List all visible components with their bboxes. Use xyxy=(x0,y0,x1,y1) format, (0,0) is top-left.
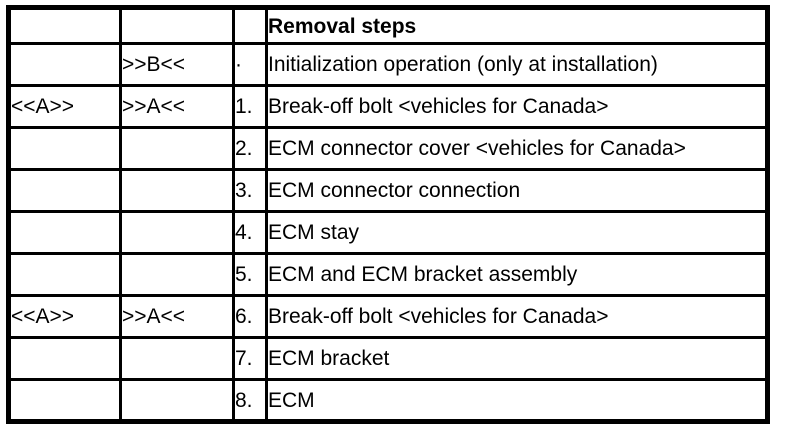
step-number-cell: 7. xyxy=(232,336,268,381)
step-number-cell: 5. xyxy=(232,252,268,297)
step-number-cell: 4. xyxy=(232,210,268,255)
step-number-cell: 6. xyxy=(232,294,268,339)
header-mark1-cell xyxy=(7,6,122,45)
mark1-cell xyxy=(7,252,122,297)
description-cell: Initialization operation (only at instal… xyxy=(265,42,769,87)
step-number-cell: 3. xyxy=(232,168,268,213)
table-row: >>B<<·Initialization operation (only at … xyxy=(7,42,769,87)
mark2-cell: >>A<< xyxy=(119,84,235,129)
table-row: <<A>>>>A<<6.Break-off bolt <vehicles for… xyxy=(7,294,769,339)
table-row: <<A>>>>A<<1.Break-off bolt <vehicles for… xyxy=(7,84,769,129)
mark2-cell xyxy=(119,378,235,423)
table-row: 8.ECM xyxy=(7,378,769,423)
description-cell: ECM xyxy=(265,378,769,423)
table-row: 7.ECM bracket xyxy=(7,336,769,381)
removal-steps-table: Removal steps >>B<<·Initialization opera… xyxy=(6,5,770,424)
step-number-cell: 1. xyxy=(232,84,268,129)
mark1-cell: <<A>> xyxy=(7,84,122,129)
description-cell: ECM connector cover <vehicles for Canada… xyxy=(265,126,769,171)
mark2-cell xyxy=(119,168,235,213)
mark2-cell xyxy=(119,336,235,381)
header-row: Removal steps xyxy=(7,6,769,45)
table-row: 3.ECM connector connection xyxy=(7,168,769,213)
step-number-cell: 8. xyxy=(232,378,268,423)
table-row: 4.ECM stay xyxy=(7,210,769,255)
mark1-cell xyxy=(7,336,122,381)
description-cell: ECM bracket xyxy=(265,336,769,381)
description-cell: ECM connector connection xyxy=(265,168,769,213)
table-row: 2.ECM connector cover <vehicles for Cana… xyxy=(7,126,769,171)
mark1-cell: <<A>> xyxy=(7,294,122,339)
mark2-cell: >>B<< xyxy=(119,42,235,87)
table-row: 5.ECM and ECM bracket assembly xyxy=(7,252,769,297)
table-title: Removal steps xyxy=(265,6,769,45)
step-number-cell: · xyxy=(232,42,268,87)
mark1-cell xyxy=(7,126,122,171)
mark2-cell: >>A<< xyxy=(119,294,235,339)
mark2-cell xyxy=(119,210,235,255)
description-cell: ECM and ECM bracket assembly xyxy=(265,252,769,297)
table-body: >>B<<·Initialization operation (only at … xyxy=(7,42,769,423)
step-number-cell: 2. xyxy=(232,126,268,171)
description-cell: Break-off bolt <vehicles for Canada> xyxy=(265,294,769,339)
mark1-cell xyxy=(7,42,122,87)
mark2-cell xyxy=(119,126,235,171)
mark1-cell xyxy=(7,378,122,423)
mark1-cell xyxy=(7,168,122,213)
mark1-cell xyxy=(7,210,122,255)
description-cell: ECM stay xyxy=(265,210,769,255)
header-step-cell xyxy=(232,6,268,45)
description-cell: Break-off bolt <vehicles for Canada> xyxy=(265,84,769,129)
header-mark2-cell xyxy=(119,6,235,45)
mark2-cell xyxy=(119,252,235,297)
